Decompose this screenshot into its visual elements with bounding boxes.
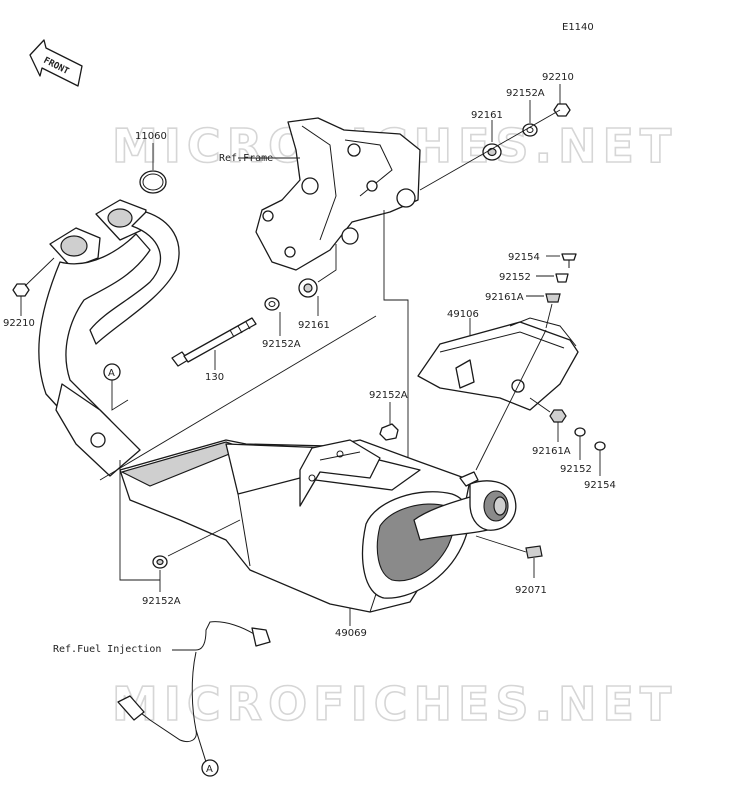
label-92210-top: 92210 [542, 72, 574, 83]
front-arrow-icon: FRONT [29, 39, 83, 87]
label-92210-left: 92210 [3, 318, 35, 329]
label-49106: 49106 [447, 309, 479, 320]
label-11060: 11060 [135, 131, 167, 142]
nut-92210-left [12, 283, 30, 297]
bolt-130 [171, 317, 257, 367]
label-92154-top: 92154 [508, 252, 540, 263]
band-92071 [525, 545, 543, 559]
frame-bracket [255, 117, 421, 271]
exhaust-header-pipe [38, 199, 180, 477]
label-92161-mid: 92161 [298, 320, 330, 331]
grommet-92161A-top [545, 293, 561, 303]
label-92161A-low: 92161A [532, 446, 571, 457]
washer-92152-top [555, 273, 569, 283]
svg-text:A: A [206, 764, 213, 775]
label-92152A-top: 92152A [506, 88, 545, 99]
callout-a-bottom: A [201, 759, 219, 777]
screw-92154-low [594, 441, 606, 451]
label-130: 130 [205, 372, 224, 383]
label-92071: 92071 [515, 585, 547, 596]
gasket-11060 [139, 170, 167, 194]
ref-frame-label: Ref.Frame [219, 153, 273, 164]
muffler-49069 [119, 439, 517, 613]
oxygen-sensor-harness [117, 621, 271, 763]
ref-fuel-injection-label: Ref.Fuel Injection [53, 644, 161, 655]
svg-text:A: A [108, 368, 115, 379]
label-49069: 49069 [335, 628, 367, 639]
label-92161-top: 92161 [471, 110, 503, 121]
label-92161A-top: 92161A [485, 292, 524, 303]
label-92152A-mid: 92152A [262, 339, 301, 350]
label-92152A-low: 92152A [142, 596, 181, 607]
collar-92152A-right [379, 423, 399, 441]
washer-92152-low [574, 427, 586, 437]
label-92152A-right: 92152A [369, 390, 408, 401]
heat-shield-49106 [417, 317, 579, 411]
label-92152-top: 92152 [499, 272, 531, 283]
collar-92152A-mid [264, 297, 280, 311]
nut-92210-top [553, 103, 571, 117]
grommet-92161-mid [298, 278, 318, 298]
screw-92154-top [561, 253, 577, 268]
callout-a-top: A [103, 363, 121, 381]
grommet-92161A-low [549, 409, 567, 423]
label-92154-low: 92154 [584, 480, 616, 491]
label-92152-low: 92152 [560, 464, 592, 475]
collar-92152A-top [522, 123, 538, 137]
diagram-code: E1140 [562, 22, 594, 33]
watermark-bottom: MICROFICHES.NET [112, 677, 677, 731]
collar-92152A-low [152, 555, 168, 569]
